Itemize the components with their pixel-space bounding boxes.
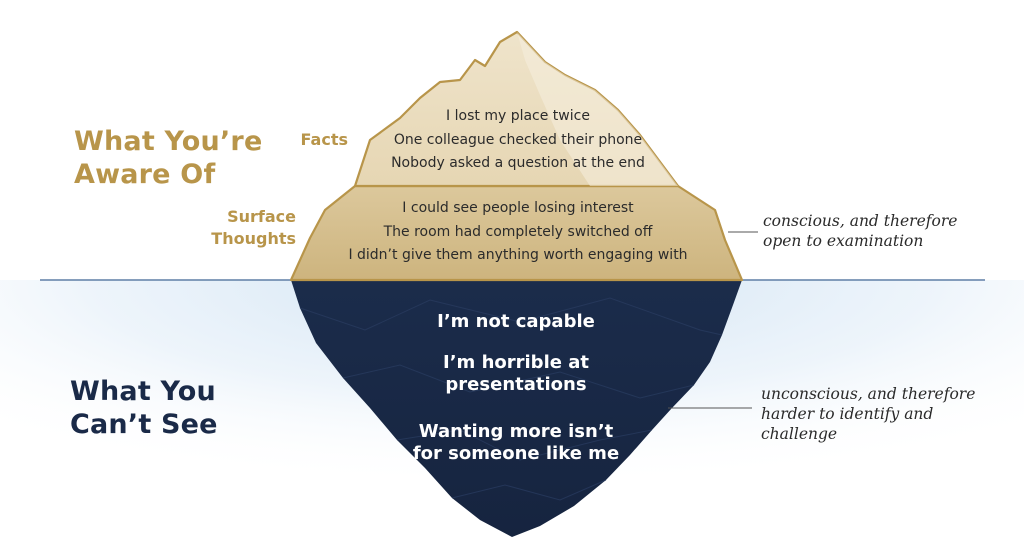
cant-see-heading-line2: Can’t See: [70, 409, 218, 440]
surface-thoughts-list: I could see people losing interest The r…: [318, 197, 718, 268]
surface-thought-item: The room had completely switched off: [383, 223, 653, 240]
iceberg-surface-band: [289, 184, 744, 282]
surface-thought-item: I could see people losing interest: [402, 200, 634, 216]
fact-item: Nobody asked a question at the end: [391, 155, 645, 171]
belief-1: I’m not capable: [437, 311, 595, 332]
peak-highlight: [517, 32, 678, 186]
surface-thoughts-label: Surface Thoughts: [211, 207, 296, 248]
facts-list: I lost my place twice One colleague chec…: [368, 105, 668, 176]
belief-2: I’m horrible at presentations: [443, 352, 589, 395]
aware-heading-line2: Aware Of: [74, 159, 216, 190]
belief-3: Wanting more isn’t for someone like me: [412, 421, 620, 464]
cant-see-heading-line1: What You: [70, 376, 216, 407]
aware-heading-line1: What You’re: [74, 126, 263, 157]
fact-item: I lost my place twice: [446, 108, 590, 124]
facts-label: Facts: [300, 130, 348, 149]
iceberg-underwater: [291, 280, 742, 537]
conscious-note: conscious, and therefore open to examina…: [763, 212, 958, 250]
surface-thought-item: I didn’t give them anything worth engagi…: [348, 247, 688, 263]
fact-item: One colleague checked their phone: [393, 131, 643, 148]
aware-heading: What You’re Aware Of: [74, 125, 262, 191]
cant-see-heading: What You Can’t See: [70, 375, 218, 441]
underwater-facets: [299, 297, 723, 501]
unconscious-note: unconscious, and therefore harder to ide…: [761, 385, 976, 443]
